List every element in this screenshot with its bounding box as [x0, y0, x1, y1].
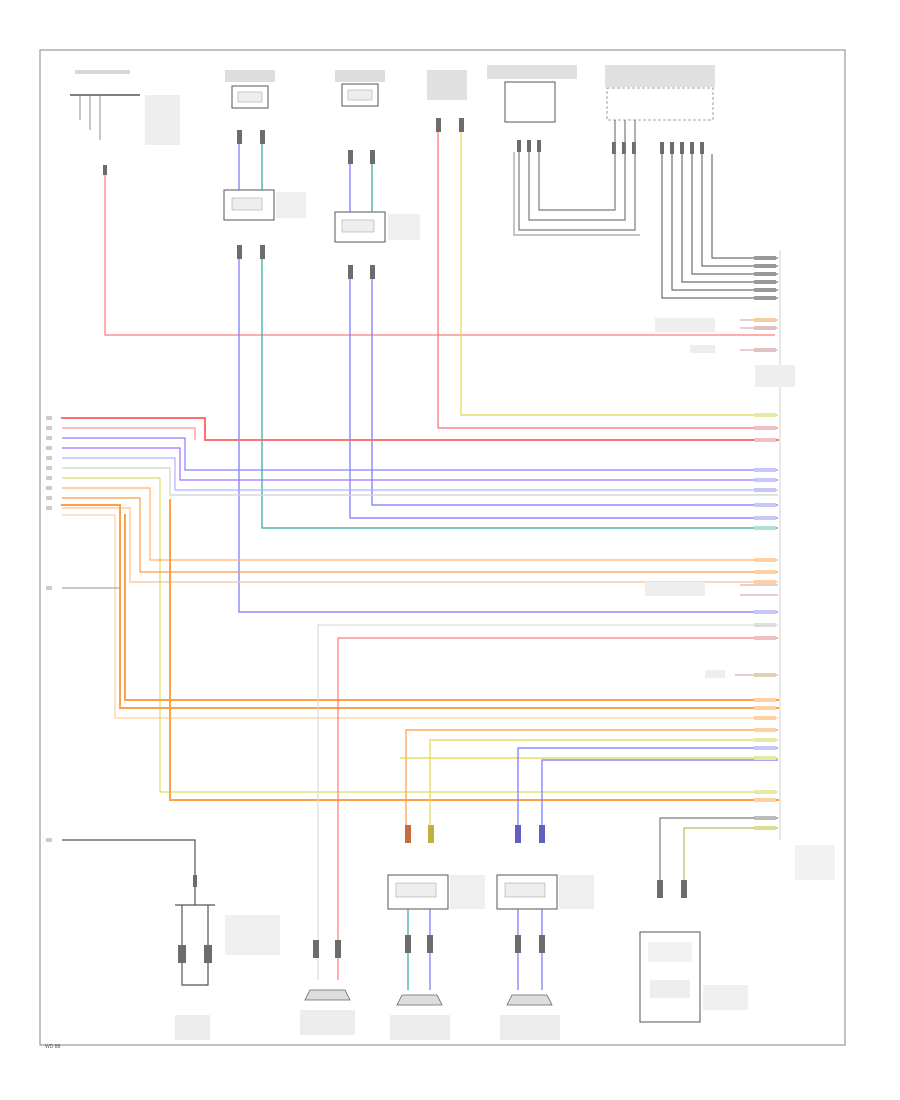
wires-right-steering-switch: [661, 154, 778, 299]
wire-lf-tweeter-red: [437, 132, 778, 429]
wire-lr-orange: [405, 729, 778, 830]
left-front-crossover: [496, 825, 594, 1040]
right-front-tweeter: [225, 70, 275, 144]
right-rear-crossover: [334, 211, 420, 279]
wire-power-red: [104, 175, 775, 336]
wire-rr-blue2: [371, 279, 778, 506]
wire-lf-tweeter-yellow: [460, 132, 778, 416]
wire-rf-blue: [238, 259, 778, 613]
left-pin-numbers: [46, 416, 52, 842]
power-source-block: [70, 70, 180, 175]
radio-connector-labels: [754, 250, 781, 840]
wire-amp-gray: [659, 817, 778, 880]
wires-left-steering-switch: [518, 120, 636, 231]
right-steering-switch: [605, 65, 715, 154]
right-rear-tweeter: [335, 70, 385, 164]
wire-rr-blue: [349, 279, 778, 519]
right-rear-speaker: [300, 940, 355, 1035]
left-front-tweeter: [427, 70, 467, 132]
wire-lf-blue: [517, 747, 778, 830]
subwoofer-amplifier: [639, 880, 748, 1023]
radio-unit-label: [755, 365, 835, 880]
left-rear-crossover: [387, 825, 485, 1040]
trunk-switch: [62, 839, 280, 1040]
left-steering-switch: [487, 65, 577, 152]
wire-lr-yellow: [429, 739, 778, 830]
footer-code: WD 88: [45, 1044, 61, 1050]
right-front-crossover: [223, 189, 306, 259]
wire-right-rear-speaker-red: [337, 637, 778, 980]
annotation-blocks: [645, 318, 725, 678]
wire-rf-teal: [261, 259, 778, 529]
wire-lf-blue2: [541, 759, 778, 830]
left-bus-wires: [61, 417, 779, 801]
wire-amp-olive: [683, 827, 778, 880]
